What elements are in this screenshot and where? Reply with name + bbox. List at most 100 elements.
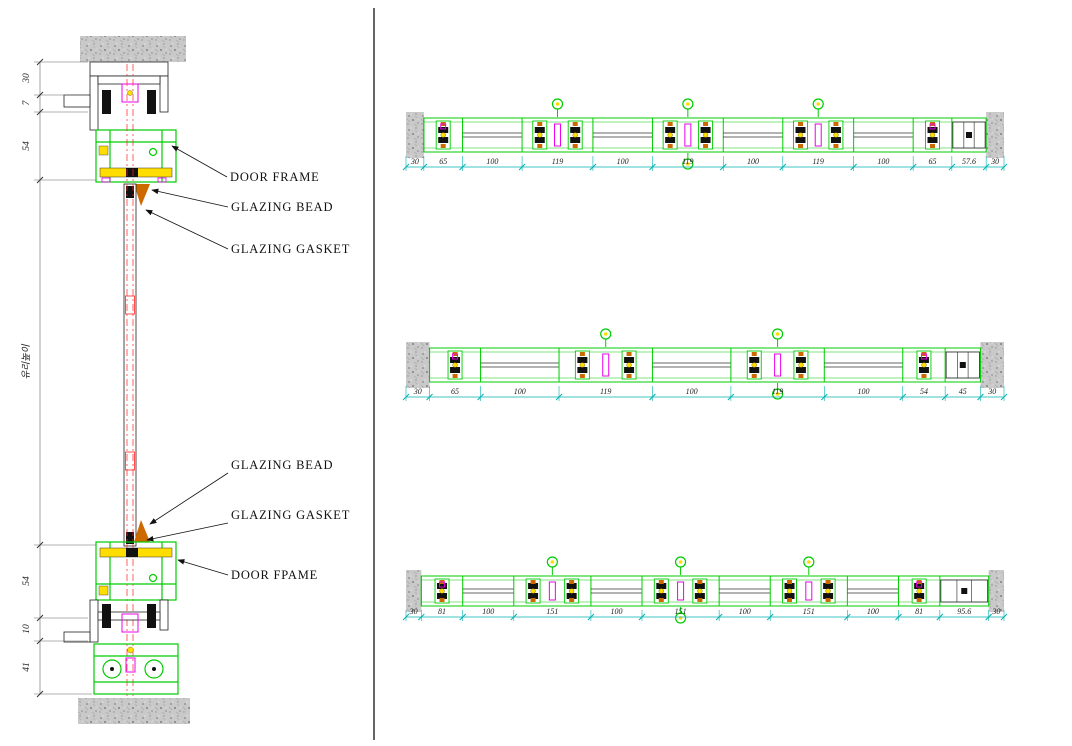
gasket-block bbox=[914, 593, 925, 599]
handle-dot bbox=[807, 560, 811, 564]
dimension-label: 100 bbox=[867, 607, 879, 616]
dimension-label: 151 bbox=[803, 607, 815, 616]
handle-circle bbox=[674, 612, 687, 624]
gasket-block bbox=[823, 593, 834, 599]
gasket-tip bbox=[833, 122, 839, 126]
door-frame-bottom-profile bbox=[95, 541, 177, 601]
vdim-10: 10 bbox=[22, 624, 32, 634]
gasket-block bbox=[694, 583, 705, 589]
dimension-label: 30 bbox=[990, 157, 999, 166]
dimension-label: 65 bbox=[451, 387, 459, 396]
glass-marker-upper bbox=[125, 295, 135, 315]
gasket-block bbox=[566, 583, 577, 589]
dimension-label: 119 bbox=[682, 157, 693, 166]
roller-dot bbox=[440, 132, 446, 138]
dimension-label: 54 bbox=[920, 387, 928, 396]
dimension-tick bbox=[638, 613, 646, 621]
handle-dot bbox=[775, 392, 780, 396]
dimension-tick bbox=[899, 393, 907, 401]
roller-dot bbox=[797, 132, 804, 138]
threshold-profile bbox=[93, 643, 179, 695]
callout-glazing-bead-top-label: GLAZING BEAD bbox=[231, 200, 333, 214]
dimension-tick bbox=[426, 393, 433, 401]
dimension-tick bbox=[844, 613, 851, 621]
sill-guide-detail bbox=[121, 613, 139, 633]
callout-door-frame: DOOR FRAME bbox=[171, 145, 319, 184]
gasket-tip bbox=[787, 598, 793, 602]
gasket-clip-right-top bbox=[157, 177, 167, 183]
head-brush-seal-left bbox=[102, 90, 111, 114]
dimension-label: 100 bbox=[747, 157, 759, 166]
handle-dot bbox=[686, 102, 690, 106]
dimension-label: 100 bbox=[617, 157, 629, 166]
gasket-block bbox=[795, 137, 806, 143]
gasket-block bbox=[570, 127, 581, 133]
dimension-tick bbox=[420, 163, 428, 171]
gasket-block bbox=[830, 137, 841, 143]
interlock-detail bbox=[553, 123, 561, 147]
gasket-block bbox=[914, 583, 925, 589]
callout-glazing-bead-bottom: GLAZING BEAD bbox=[149, 458, 332, 525]
dimension-tick bbox=[985, 613, 993, 621]
roller-dot bbox=[702, 132, 709, 138]
gasket-block bbox=[570, 137, 581, 143]
gasket-block bbox=[566, 593, 577, 599]
dimension-tick bbox=[402, 163, 410, 171]
dimension-label: 119 bbox=[552, 157, 563, 166]
handle-circle bbox=[546, 556, 558, 568]
bead-clip-top bbox=[98, 145, 109, 156]
dimension-label: 151 bbox=[546, 607, 558, 616]
handle-dot bbox=[775, 332, 780, 336]
dimension-label: 81 bbox=[438, 607, 446, 616]
dimension-tick bbox=[715, 613, 723, 621]
roller-dot bbox=[626, 362, 632, 368]
gasket-block bbox=[528, 583, 539, 589]
wall-hatch bbox=[406, 342, 430, 388]
dimension-tick bbox=[727, 393, 735, 401]
dimension-label: 30 bbox=[409, 607, 418, 616]
clip-detail bbox=[921, 353, 927, 360]
gasket-tip bbox=[825, 598, 831, 602]
gasket-tip bbox=[579, 374, 585, 378]
dimension-tick bbox=[417, 613, 425, 621]
gasket-clip-left-top bbox=[101, 177, 111, 183]
vdim-41: 41 bbox=[22, 662, 32, 672]
dimension-label: 100 bbox=[610, 607, 622, 616]
interlock-detail bbox=[548, 581, 556, 601]
interlock-detail bbox=[774, 353, 782, 377]
dimension-label: 30 bbox=[991, 607, 1000, 616]
gasket-block bbox=[823, 583, 834, 589]
handle-circle bbox=[551, 98, 564, 110]
dimension-tick bbox=[766, 613, 774, 621]
callout-glazing-gasket-top: GLAZING GASKET bbox=[145, 209, 350, 256]
dimension-tick bbox=[895, 613, 902, 621]
dimension-tick bbox=[948, 163, 956, 171]
gasket-block bbox=[795, 367, 806, 373]
gasket-tip bbox=[530, 598, 536, 602]
dimension-tick bbox=[459, 613, 467, 621]
clip-detail bbox=[439, 581, 445, 588]
dimension-tick bbox=[1000, 613, 1008, 621]
dimension-tick bbox=[909, 163, 917, 171]
gasket-block bbox=[918, 357, 929, 363]
dimension-label: 119 bbox=[600, 387, 611, 396]
gasket-tip bbox=[703, 122, 709, 126]
roller-dot bbox=[825, 588, 831, 594]
callout-door-frame-bottom: DOOR FPAME bbox=[177, 559, 317, 582]
gasket-tip bbox=[626, 374, 632, 378]
gasket-tip bbox=[916, 598, 922, 602]
dimension-label: 95.6 bbox=[957, 607, 971, 616]
gasket-block bbox=[437, 583, 448, 589]
dimension-label: 100 bbox=[686, 387, 698, 396]
roller-axle-left bbox=[110, 667, 114, 671]
dimension-tick bbox=[1000, 163, 1008, 171]
gasket-block bbox=[665, 127, 676, 133]
callout-glazing-gasket-top-label: GLAZING GASKET bbox=[231, 242, 350, 256]
dimension-label: 100 bbox=[486, 157, 498, 166]
gasket-block bbox=[624, 357, 635, 363]
setting-block-top bbox=[126, 168, 138, 177]
gasket-block bbox=[795, 357, 806, 363]
roller-axle-right bbox=[152, 667, 156, 671]
gasket-tip bbox=[667, 122, 673, 126]
